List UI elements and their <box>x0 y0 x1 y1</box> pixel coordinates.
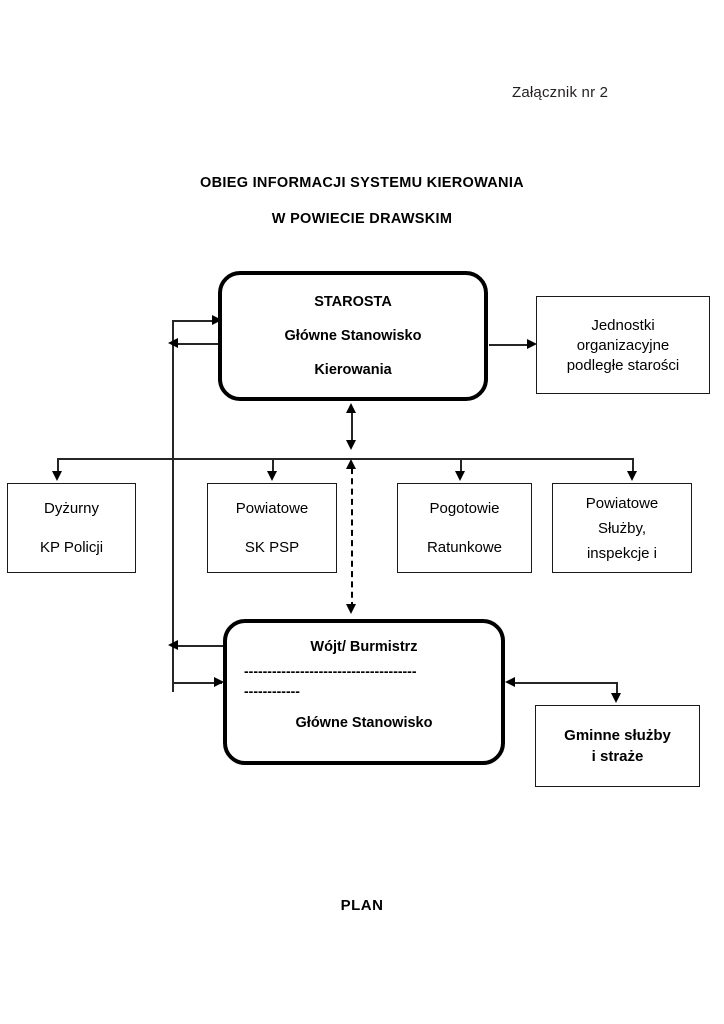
node-pogotowie-ratunkowe[interactable]: Pogotowie Ratunkowe <box>397 483 532 573</box>
edge-bus-to-dyzurny <box>57 458 59 473</box>
arrowhead-out-of-wojt-left <box>168 640 178 650</box>
node-gminne-line-2: i straże <box>591 748 644 765</box>
edge-starosta-bus <box>351 408 353 446</box>
node-wojt-burmistrz[interactable]: Wójt/ Burmistrz ------------------------… <box>223 619 505 765</box>
node-dyzurny-line-2: KP Policji <box>39 539 104 556</box>
arrowhead-into-wojt-left <box>214 677 224 687</box>
edge-bus-to-pogotowie <box>460 458 462 473</box>
node-dyzurny-line-1: Dyżurny <box>43 500 99 517</box>
edge-starosta-wojt-dashed <box>351 468 353 608</box>
arrowhead-starosta-bus-down <box>346 440 356 450</box>
node-starosta-line-2: Główne Stanowisko <box>284 328 422 344</box>
arrowhead-dashed-down <box>346 604 356 614</box>
node-powiatowe-psp-line-1: Powiatowe <box>235 500 309 517</box>
edge-into-wojt-left <box>172 682 222 684</box>
node-wojt-line-2: Główne Stanowisko <box>295 715 433 731</box>
node-pogotowie-line-1: Pogotowie <box>429 500 500 517</box>
node-wojt-divider-2: ------------ <box>244 683 300 699</box>
arrowhead-into-sluzby <box>627 471 637 481</box>
edge-bus-to-powiatowe-psp <box>272 458 274 473</box>
node-dyzurny-kp-policji[interactable]: Dyżurny KP Policji <box>7 483 136 573</box>
arrowhead-into-jednostki <box>527 339 537 349</box>
arrowhead-into-wojt-right <box>505 677 515 687</box>
edge-distribution-bus <box>57 458 633 460</box>
node-powiatowe-sk-psp[interactable]: Powiatowe SK PSP <box>207 483 337 573</box>
node-jednostki-line-1: Jednostki <box>591 316 655 334</box>
edge-into-starosta-left <box>172 320 220 322</box>
arrowhead-dashed-up <box>346 459 356 469</box>
edge-bus-to-sluzby <box>632 458 634 473</box>
node-wojt-divider-1: ------------------------------------- <box>244 663 417 679</box>
arrowhead-into-dyzurny <box>52 471 62 481</box>
node-sluzby-line-2: Służby, <box>597 519 647 537</box>
node-jednostki-organizacyjne[interactable]: Jednostki organizacyjne podległe starośc… <box>536 296 710 394</box>
edge-branch-to-gminne <box>616 682 618 695</box>
edge-starosta-jednostki <box>489 344 529 346</box>
arrowhead-into-starosta-left <box>212 315 222 325</box>
node-wojt-line-1: Wójt/ Burmistrz <box>310 639 418 655</box>
node-gminne-sluzby-i-straze[interactable]: Gminne służby i straże <box>535 705 700 787</box>
page-title-line-2: W POWIECIE DRAWSKIM <box>271 211 453 227</box>
arrowhead-out-of-starosta-left <box>168 338 178 348</box>
page-title-line-1: OBIEG INFORMACJI SYSTEMU KIEROWANIA <box>200 175 524 191</box>
arrowhead-into-gminne <box>611 693 621 703</box>
arrowhead-starosta-bus-up <box>346 403 356 413</box>
node-sluzby-line-1: Powiatowe <box>585 494 659 512</box>
node-starosta-line-1: STAROSTA <box>314 294 392 310</box>
annex-label: Załącznik nr 2 <box>512 84 609 101</box>
footer-plan-label: PLAN <box>340 897 384 914</box>
node-powiatowe-sluzby-inspekcje[interactable]: Powiatowe Służby, inspekcje i <box>552 483 692 573</box>
node-sluzby-line-3: inspekcje i <box>586 544 658 562</box>
node-starosta-line-3: Kierowania <box>314 362 392 378</box>
node-jednostki-line-3: podległe starości <box>566 356 680 374</box>
edge-wojt-gminne-horizontal <box>513 682 618 684</box>
edge-out-of-starosta-left <box>176 343 222 345</box>
node-starosta[interactable]: STAROSTA Główne Stanowisko Kierowania <box>218 271 488 401</box>
node-powiatowe-psp-line-2: SK PSP <box>244 539 300 556</box>
arrowhead-into-pogotowie <box>455 471 465 481</box>
edge-left-spine <box>172 320 174 692</box>
edge-out-of-wojt-left <box>176 645 224 647</box>
node-jednostki-line-2: organizacyjne <box>576 336 670 354</box>
arrowhead-into-powiatowe-psp <box>267 471 277 481</box>
node-pogotowie-line-2: Ratunkowe <box>426 539 503 556</box>
node-gminne-line-1: Gminne służby <box>564 727 671 744</box>
